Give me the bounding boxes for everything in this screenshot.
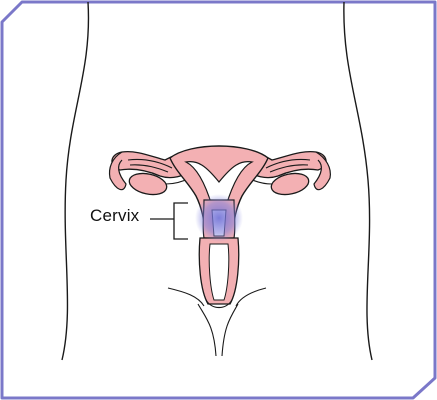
cervix-highlight <box>195 194 243 242</box>
vaginal-canal <box>209 244 229 300</box>
cervix-label: Cervix <box>90 206 139 226</box>
